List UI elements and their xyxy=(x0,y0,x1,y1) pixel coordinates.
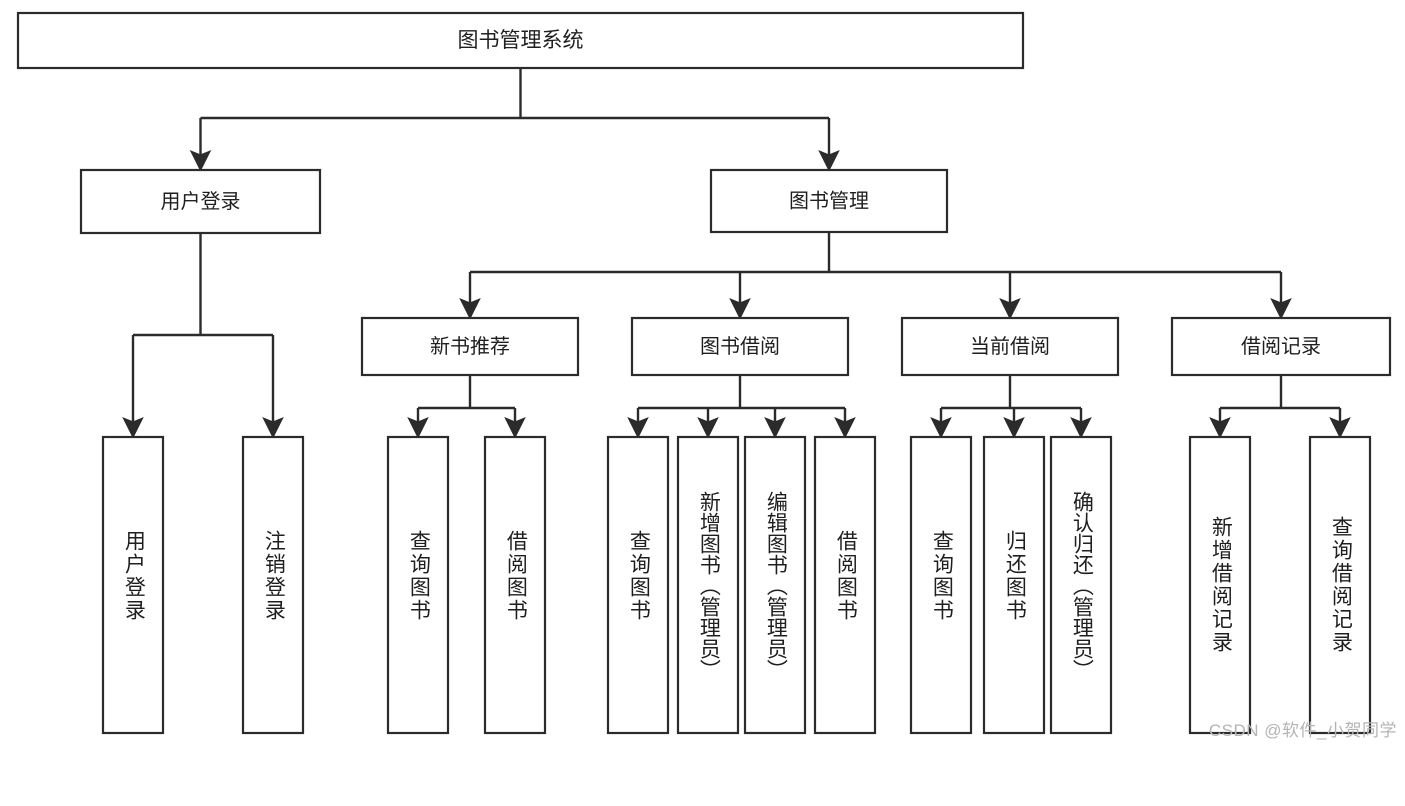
node-leaf-10[interactable] xyxy=(1049,435,1113,735)
node-level3-2[interactable] xyxy=(900,316,1120,377)
node-level3-0-label: 新书推荐 xyxy=(430,335,510,358)
node-level3-1[interactable] xyxy=(630,316,850,377)
node-level3-1-label: 图书借阅 xyxy=(700,335,780,358)
node-leaf-3[interactable] xyxy=(483,435,547,735)
node-level3-0[interactable] xyxy=(360,316,580,377)
node-leaf-0[interactable] xyxy=(101,435,165,735)
diagram-canvas: 图书管理系统用户登录图书管理新书推荐图书借阅当前借阅借阅记录 用户登录注销登录查… xyxy=(16,11,1397,740)
node-root[interactable] xyxy=(16,11,1025,70)
node-leaf-5[interactable] xyxy=(676,435,740,735)
node-level3-3[interactable] xyxy=(1170,316,1392,377)
node-leaf-9[interactable] xyxy=(982,435,1046,735)
node-leaf-1[interactable] xyxy=(241,435,305,735)
node-leaf-4[interactable] xyxy=(606,435,670,735)
node-leaf-12[interactable] xyxy=(1308,435,1372,735)
node-leaf-8[interactable] xyxy=(909,435,973,735)
node-leaf-7[interactable] xyxy=(813,435,877,735)
node-leaf-11[interactable] xyxy=(1188,435,1252,735)
node-box-layer xyxy=(16,11,1392,735)
csdn-watermark: CSDN @软件_小贺同学 xyxy=(1208,721,1397,740)
node-level2-1[interactable] xyxy=(709,168,949,234)
connector-layer xyxy=(122,68,1351,439)
node-leaf-6[interactable] xyxy=(743,435,807,735)
node-level3-2-label: 当前借阅 xyxy=(970,335,1050,358)
node-root-label: 图书管理系统 xyxy=(458,29,584,52)
node-level2-1-label: 图书管理 xyxy=(789,189,869,212)
node-leaf-2[interactable] xyxy=(386,435,450,735)
node-level2-0[interactable] xyxy=(79,168,322,235)
node-level2-0-label: 用户登录 xyxy=(161,190,241,213)
node-level3-3-label: 借阅记录 xyxy=(1241,335,1321,358)
